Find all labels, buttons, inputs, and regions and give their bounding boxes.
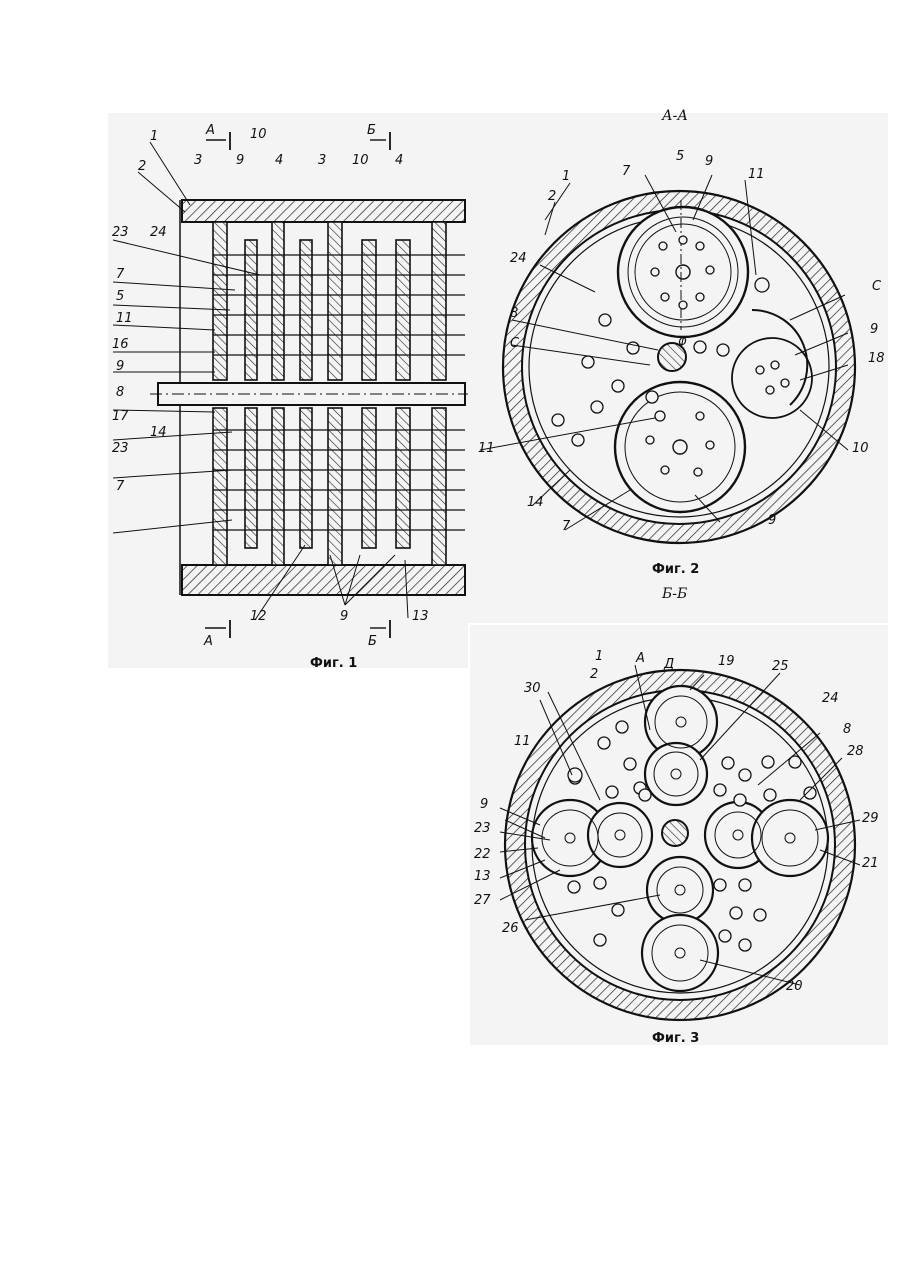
fig3-label-26: 26 bbox=[502, 921, 519, 936]
fig2-label-9c: 9 bbox=[768, 513, 776, 528]
fig1-label-1: 1 bbox=[150, 129, 158, 144]
fig3-label-13: 13 bbox=[474, 869, 491, 884]
fig1-label-7: 7 bbox=[116, 267, 125, 282]
fig1-label-12: 12 bbox=[250, 609, 267, 624]
fig1-label-14: 14 bbox=[150, 425, 167, 440]
fig3-label-9: 9 bbox=[480, 797, 488, 812]
fig1-label-23: 23 bbox=[112, 225, 129, 240]
fig2-label-9: 9 bbox=[705, 154, 713, 169]
fig2-label-8: 8 bbox=[510, 306, 518, 321]
fig1-label-9b: 9 bbox=[116, 359, 124, 374]
fig1-label-5: 5 bbox=[116, 289, 124, 304]
fig2-label-9b: 9 bbox=[870, 322, 878, 337]
fig3-drawing: Б-Б bbox=[500, 586, 860, 1020]
fig3-label-d: Д bbox=[663, 657, 674, 672]
fig1-section-b-bottom: Б bbox=[368, 634, 377, 649]
fig2-label-11: 11 bbox=[748, 167, 765, 182]
fig3-caption: Фиг. 3 bbox=[652, 1031, 699, 1046]
fig1-label-17: 17 bbox=[112, 409, 129, 424]
fig3-label-22: 22 bbox=[474, 847, 491, 862]
fig2-label-1: 1 bbox=[562, 169, 570, 184]
fig1-label-4b: 4 bbox=[395, 153, 403, 168]
fig2-label-5: 5 bbox=[676, 149, 684, 164]
fig1-label-16: 16 bbox=[112, 337, 129, 352]
fig1-label-9c: 9 bbox=[340, 609, 348, 624]
fig3-label-20: 20 bbox=[786, 979, 803, 994]
fig1-drawing bbox=[113, 132, 468, 638]
fig3-label-25: 25 bbox=[772, 659, 789, 674]
fig1-label-3: 3 bbox=[194, 153, 202, 168]
fig2-label-c-left: C bbox=[510, 336, 520, 351]
fig2-caption: Фиг. 2 bbox=[652, 562, 699, 577]
fig3-label-23: 23 bbox=[474, 821, 491, 836]
fig3-label-a: A bbox=[635, 651, 645, 666]
fig2-label-18: 18 bbox=[868, 351, 885, 366]
fig1-label-23b: 23 bbox=[112, 441, 129, 456]
fig3-label-1: 1 bbox=[595, 649, 603, 664]
fig2-label-phi: φ bbox=[678, 334, 687, 349]
fig2-title: А-А bbox=[661, 108, 688, 124]
fig2-label-11b: 11 bbox=[478, 441, 495, 456]
fig1-label-11: 11 bbox=[116, 311, 133, 326]
fig1-section-b-top: Б bbox=[367, 123, 376, 138]
fig3-label-24: 24 bbox=[822, 691, 839, 706]
fig1-section-a-bottom: A bbox=[203, 634, 213, 649]
fig1-label-10: 10 bbox=[250, 127, 267, 142]
fig2-label-7: 7 bbox=[622, 164, 631, 179]
fig2-label-24: 24 bbox=[510, 251, 527, 266]
fig1-label-24: 24 bbox=[150, 225, 167, 240]
fig1-label-4: 4 bbox=[275, 153, 283, 168]
fig2-label-c-right: C bbox=[872, 279, 882, 294]
fig2-label-14: 14 bbox=[527, 495, 544, 510]
fig3-title: Б-Б bbox=[661, 586, 687, 602]
fig1-label-3b: 3 bbox=[318, 153, 326, 168]
fig1-label-13: 13 bbox=[412, 609, 429, 624]
fig1-label-10b: 10 bbox=[352, 153, 369, 168]
fig3-label-11: 11 bbox=[514, 734, 531, 749]
fig3-label-27: 27 bbox=[474, 893, 491, 908]
fig3-label-2: 2 bbox=[590, 667, 598, 682]
fig3-label-28: 28 bbox=[847, 744, 864, 759]
fig2-label-10: 10 bbox=[852, 441, 869, 456]
fig3-label-21: 21 bbox=[862, 856, 879, 871]
fig3-label-30: 30 bbox=[524, 681, 541, 696]
fig1-section-a-top: A bbox=[205, 123, 215, 138]
fig1-caption: Фиг. 1 bbox=[310, 656, 357, 671]
fig2-label-2: 2 bbox=[548, 189, 556, 204]
fig1-label-2: 2 bbox=[138, 159, 146, 174]
fig1-label-7b: 7 bbox=[116, 479, 125, 494]
fig1-label-9: 9 bbox=[236, 153, 244, 168]
fig3-label-8: 8 bbox=[843, 722, 851, 737]
fig2-label-7b: 7 bbox=[562, 519, 571, 534]
fig3-label-19: 19 bbox=[718, 654, 735, 669]
fig2-drawing bbox=[480, 175, 855, 543]
fig1-label-8: 8 bbox=[116, 385, 124, 400]
fig3-label-29: 29 bbox=[862, 811, 879, 826]
